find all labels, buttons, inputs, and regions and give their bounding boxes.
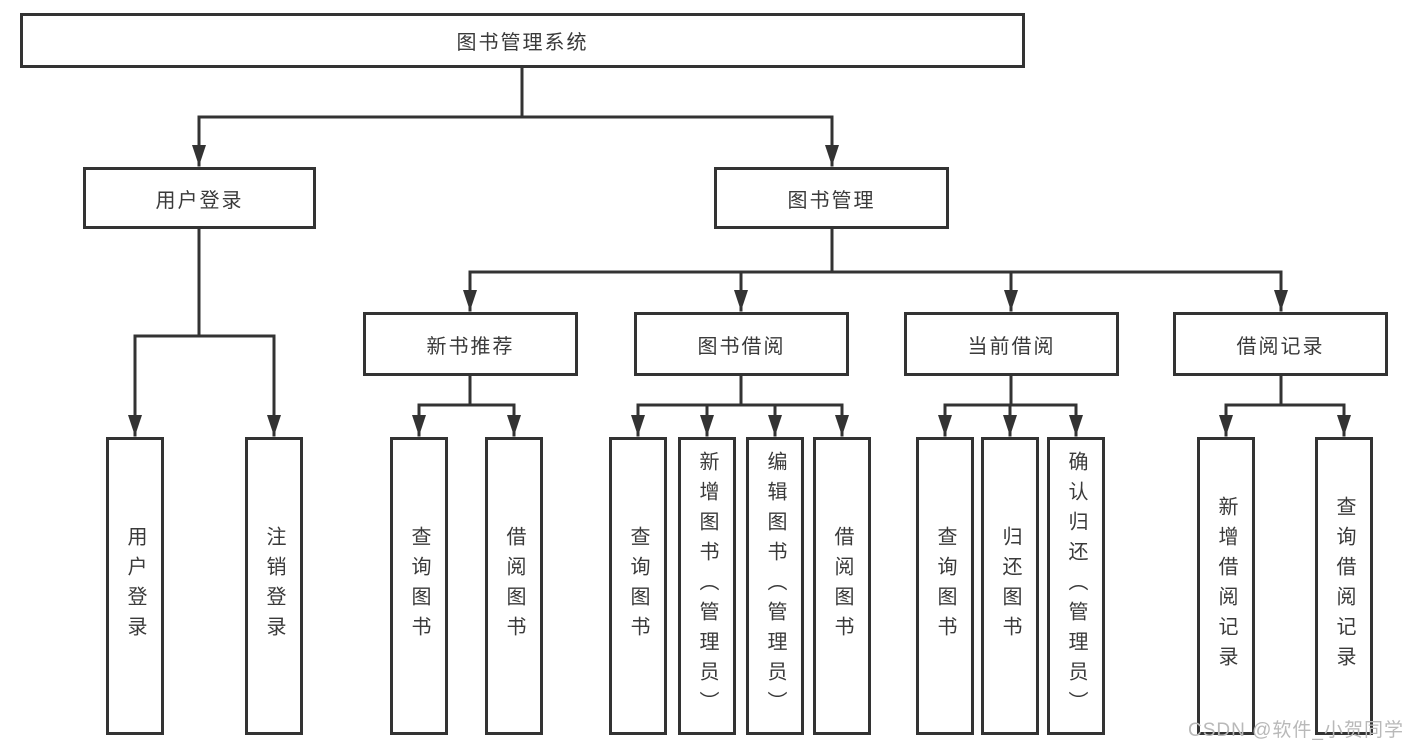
leaf-label: 查询借阅记录 bbox=[1333, 496, 1355, 676]
node-label: 新书推荐 bbox=[426, 335, 515, 358]
node-book-borrowing: 图书借阅 bbox=[634, 312, 849, 376]
leaf-label: 注销登录 bbox=[263, 526, 285, 646]
leaf-label: 新增借阅记录 bbox=[1215, 496, 1237, 676]
node-label: 借阅记录 bbox=[1236, 335, 1325, 358]
node-user-login: 用户登录 bbox=[83, 167, 316, 229]
leaf-confirm-return-admin: 确认归还（管理员） bbox=[1047, 437, 1105, 735]
watermark: CSDN @软件_小贺同学 bbox=[1188, 720, 1404, 741]
leaf-label: 借阅图书 bbox=[831, 526, 853, 646]
node-label: 图书管理 bbox=[787, 189, 876, 212]
leaf-label: 查询图书 bbox=[627, 526, 649, 646]
leaf-edit-books-admin: 编辑图书（管理员） bbox=[746, 437, 804, 735]
leaf-return-books: 归还图书 bbox=[981, 437, 1039, 735]
leaf-query-books-recommend: 查询图书 bbox=[390, 437, 448, 735]
node-book-management: 图书管理 bbox=[714, 167, 949, 229]
leaf-borrow-books-recommend: 借阅图书 bbox=[485, 437, 543, 735]
leaf-label: 查询图书 bbox=[408, 526, 430, 646]
leaf-label: 确认归还（管理员） bbox=[1065, 451, 1087, 721]
node-label: 图书管理系统 bbox=[456, 32, 589, 54]
leaf-label: 查询图书 bbox=[934, 526, 956, 646]
leaf-label: 归还图书 bbox=[999, 526, 1021, 646]
node-borrowing-records: 借阅记录 bbox=[1173, 312, 1388, 376]
leaf-label: 新增图书（管理员） bbox=[696, 451, 718, 721]
leaf-add-books-admin: 新增图书（管理员） bbox=[678, 437, 736, 735]
node-current-borrowing: 当前借阅 bbox=[904, 312, 1119, 376]
node-new-book-recommendation: 新书推荐 bbox=[363, 312, 578, 376]
leaf-query-books-borrowing: 查询图书 bbox=[609, 437, 667, 735]
leaf-label: 用户登录 bbox=[124, 526, 146, 646]
leaf-borrow-books-borrowing: 借阅图书 bbox=[813, 437, 871, 735]
leaf-query-books-current: 查询图书 bbox=[916, 437, 974, 735]
node-label: 当前借阅 bbox=[967, 335, 1056, 358]
leaf-label: 借阅图书 bbox=[503, 526, 525, 646]
node-label: 图书借阅 bbox=[697, 335, 786, 358]
leaf-add-borrow-record: 新增借阅记录 bbox=[1197, 437, 1255, 735]
node-library-management-system: 图书管理系统 bbox=[20, 13, 1025, 68]
leaf-label: 编辑图书（管理员） bbox=[764, 451, 786, 721]
leaf-query-borrow-record: 查询借阅记录 bbox=[1315, 437, 1373, 735]
leaf-user-login: 用户登录 bbox=[106, 437, 164, 735]
node-label: 用户登录 bbox=[155, 189, 244, 212]
leaf-logout: 注销登录 bbox=[245, 437, 303, 735]
